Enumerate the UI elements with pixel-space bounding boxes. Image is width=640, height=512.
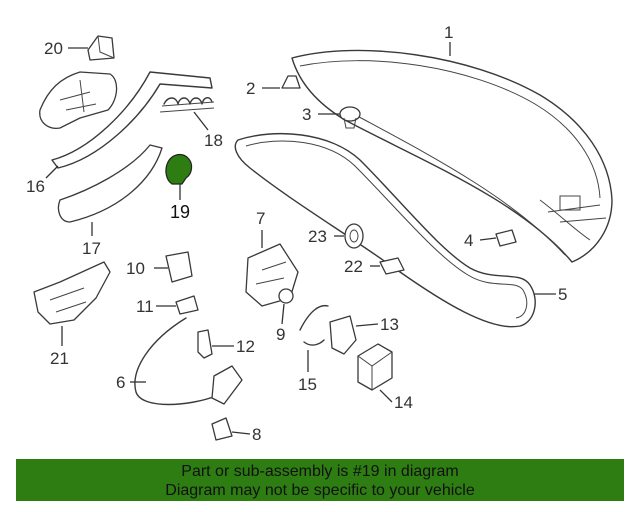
info-banner: Part or sub-assembly is #19 in diagram D… [16,459,624,501]
part-11-switch [175,295,199,315]
label-16: 16 [26,177,45,196]
label-12: 12 [236,337,255,356]
part-12-sensor [197,329,213,359]
label-13: 13 [380,315,399,334]
callout-arrows [45,42,556,435]
part-14-module [357,343,393,391]
label-10: 10 [126,259,145,278]
parts-diagram: 1 2 3 4 5 6 7 8 9 10 11 12 13 14 15 16 1… [26,23,613,444]
label-20: 20 [44,39,63,58]
label-1: 1 [444,23,453,42]
label-19: 19 [170,202,190,222]
part-17-trim [57,144,163,223]
part-21-latch [33,261,111,325]
part-18-spring [159,97,215,113]
label-11: 11 [136,297,154,316]
part-22-clip [379,257,405,275]
part-5-weatherstrip [234,132,536,328]
part-19-bumper [165,153,193,185]
part-15-rod [299,304,329,346]
part-2-stopper [281,75,301,89]
part-10-actuator [165,251,193,283]
label-8: 8 [252,425,261,444]
part-8-clip [211,417,233,441]
label-2: 2 [246,79,255,98]
part-23-plug [344,223,364,249]
label-18: 18 [204,131,223,150]
part-4-bumper [495,229,517,247]
label-4: 4 [464,231,473,250]
part-3-grommet [339,106,361,129]
label-3: 3 [302,105,311,124]
banner-line-2: Diagram may not be specific to your vehi… [165,482,475,499]
label-9: 9 [276,325,285,344]
part-13-latch [329,315,357,355]
label-21: 21 [50,349,69,368]
label-22: 22 [344,257,363,276]
part-9-fastener [278,288,294,304]
label-5: 5 [558,285,567,304]
label-14: 14 [394,393,413,412]
label-6: 6 [116,373,125,392]
label-23: 23 [308,227,327,246]
part-6-cable [134,317,243,406]
part-20-bracket [87,35,115,61]
label-17: 17 [82,239,101,258]
label-15: 15 [298,375,317,394]
part-19-shape [165,153,193,185]
part-16-hinge [39,71,213,169]
label-7: 7 [256,209,265,228]
banner-line-1: Part or sub-assembly is #19 in diagram [181,463,459,480]
